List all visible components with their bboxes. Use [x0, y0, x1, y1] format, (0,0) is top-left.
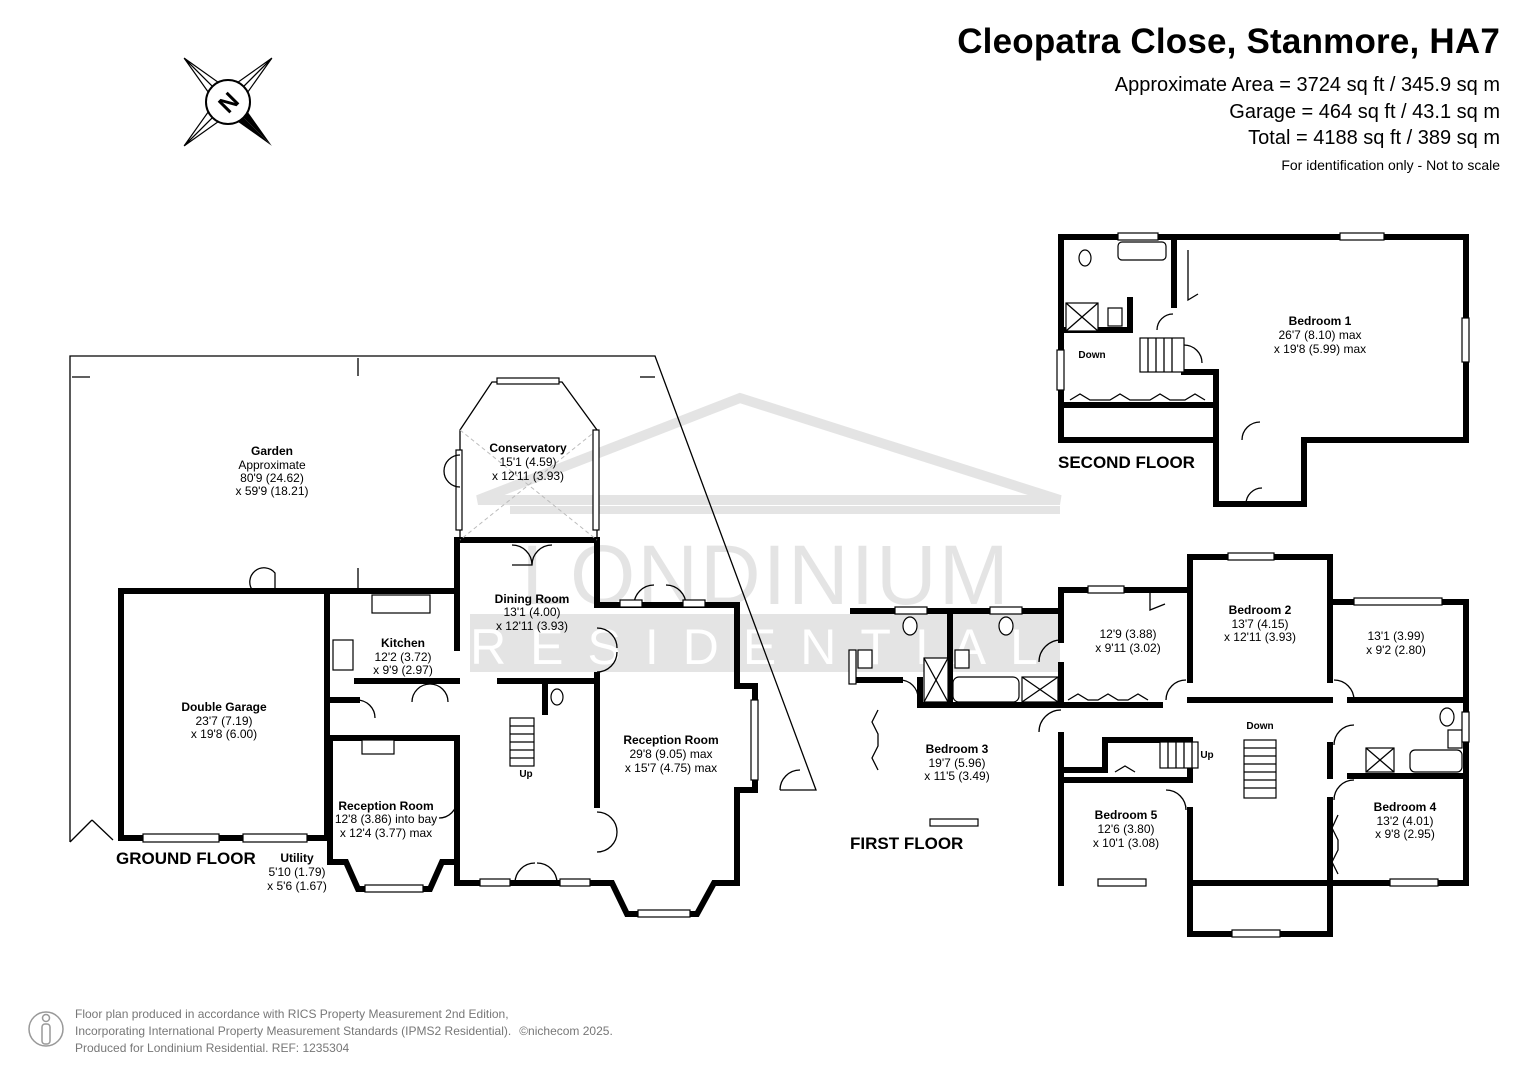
- first-floor-stairs-down-label: Down: [1246, 721, 1273, 732]
- dining-room-name: Dining Room: [495, 592, 570, 606]
- bedroom-1-line2: x 19'8 (5.99) max: [1274, 342, 1366, 356]
- first-floor-label: FIRST FLOOR: [850, 834, 963, 853]
- bedroom-1-name: Bedroom 1: [1289, 314, 1352, 328]
- dining-room-line2: x 12'11 (3.93): [496, 619, 568, 633]
- utility-line1: 5'10 (1.79): [269, 865, 326, 879]
- second-floor-labels: Bedroom 1 26'7 (8.10) max x 19'8 (5.99) …: [1058, 314, 1366, 472]
- double-garage-line2: x 19'8 (6.00): [191, 727, 257, 741]
- utility-line2: x 5'6 (1.67): [267, 879, 327, 893]
- kitchen-line2: x 9'9 (2.97): [373, 663, 433, 677]
- garage-area: Garage = 464 sq ft / 43.1 sq m: [1229, 101, 1500, 123]
- bedroom-2-right-line2: x 9'2 (2.80): [1366, 643, 1426, 657]
- first-floor-plan: [848, 552, 1470, 938]
- ground-floor-plan: Up: [69, 355, 817, 918]
- bedroom-4-line2: x 9'8 (2.95): [1375, 827, 1435, 841]
- garden-boundary: [69, 355, 817, 842]
- conservatory-line1: 15'1 (4.59): [500, 455, 557, 469]
- reception-room-large-line2: x 15'7 (4.75) max: [625, 761, 717, 775]
- footer-line3: Produced for Londinium Residential. REF:…: [75, 1041, 350, 1055]
- ground-stairs-up-label: Up: [519, 769, 532, 780]
- watermark: LONDINIUM RESIDENTIAL: [470, 392, 1062, 675]
- second-floor-stairs-down-label: Down: [1078, 350, 1105, 361]
- first-floor-staircase-up: [1159, 741, 1199, 769]
- reception-room-small-line1: 12'8 (3.86) into bay: [335, 812, 437, 826]
- double-garage-line1: 23'7 (7.19): [196, 714, 253, 728]
- bedroom-2-right-line1: 13'1 (3.99): [1368, 629, 1425, 643]
- bedroom-4-line1: 13'2 (4.01): [1377, 814, 1434, 828]
- kitchen-line1: 12'2 (3.72): [375, 650, 432, 664]
- garage-door: [242, 833, 308, 843]
- ground-floor-labels: Garden Approximate 80'9 (24.62) x 59'9 (…: [116, 441, 719, 893]
- bedroom-3-line2: x 11'5 (3.49): [924, 769, 989, 783]
- conservatory-name: Conservatory: [489, 441, 567, 455]
- reception-room-large-line1: 29'8 (9.05) max: [630, 747, 713, 761]
- garage-door: [142, 833, 220, 843]
- bedroom-2-left-line2: x 9'11 (3.02): [1095, 641, 1160, 655]
- garden-name: Garden: [251, 444, 293, 458]
- double-garage-name: Double Garage: [181, 700, 267, 714]
- second-floor-label: SECOND FLOOR: [1058, 453, 1195, 472]
- footer-line1: Floor plan produced in accordance with R…: [75, 1007, 509, 1021]
- approximate-area: Approximate Area = 3724 sq ft / 345.9 sq…: [1114, 74, 1500, 96]
- garden-line1: Approximate: [238, 458, 306, 472]
- reception-room-small-line2: x 12'4 (3.77) max: [340, 826, 432, 840]
- first-floor-staircase-down: [1243, 739, 1277, 799]
- bedroom-4-name: Bedroom 4: [1374, 800, 1437, 814]
- ground-floor-label: GROUND FLOOR: [116, 849, 256, 868]
- first-floor-labels: Bedroom 2 13'7 (4.15) x 12'11 (3.93) 12'…: [850, 603, 1437, 853]
- conservatory-line2: x 12'11 (3.93): [492, 469, 564, 483]
- second-floor-staircase: [1139, 337, 1185, 373]
- identification-note: For identification only - Not to scale: [1281, 157, 1500, 173]
- bedroom-1-line1: 26'7 (8.10) max: [1279, 328, 1362, 342]
- footer-line2: Incorporating International Property Mea…: [75, 1024, 512, 1038]
- reception-room-small-name: Reception Room: [338, 799, 433, 813]
- bedroom-5-line2: x 10'1 (3.08): [1093, 836, 1159, 850]
- garden-line2: 80'9 (24.62): [240, 471, 304, 485]
- bedroom-3-name: Bedroom 3: [926, 742, 989, 756]
- bedroom-3-line1: 19'7 (5.96): [929, 756, 986, 770]
- bedroom-2-left-line1: 12'9 (3.88): [1100, 627, 1157, 641]
- second-floor-walls: [1058, 234, 1469, 507]
- bedroom-5-name: Bedroom 5: [1095, 808, 1158, 822]
- ground-staircase: [509, 717, 535, 767]
- total-area: Total = 4188 sq ft / 389 sq m: [1248, 127, 1500, 149]
- reception-room-large-name: Reception Room: [623, 733, 718, 747]
- footer: Floor plan produced in accordance with R…: [75, 1006, 613, 1057]
- dining-room-line1: 13'1 (4.00): [504, 605, 561, 619]
- person-icon: [28, 1011, 64, 1047]
- first-floor-stairs-up-label: Up: [1200, 750, 1213, 761]
- compass-rose-icon: N: [183, 57, 273, 147]
- utility-name: Utility: [280, 851, 314, 865]
- footer-credit: ©nichecom 2025.: [519, 1024, 613, 1038]
- bedroom-2-line2: x 12'11 (3.93): [1224, 630, 1296, 644]
- second-floor-plan: [1056, 232, 1470, 507]
- bedroom-2-line1: 13'7 (4.15): [1232, 617, 1289, 631]
- bedroom-5-line1: 12'6 (3.80): [1098, 822, 1155, 836]
- bedroom-2-name: Bedroom 2: [1229, 603, 1292, 617]
- kitchen-name: Kitchen: [381, 636, 425, 650]
- page-title: Cleopatra Close, Stanmore, HA7: [957, 22, 1500, 61]
- garden-line3: x 59'9 (18.21): [235, 484, 308, 498]
